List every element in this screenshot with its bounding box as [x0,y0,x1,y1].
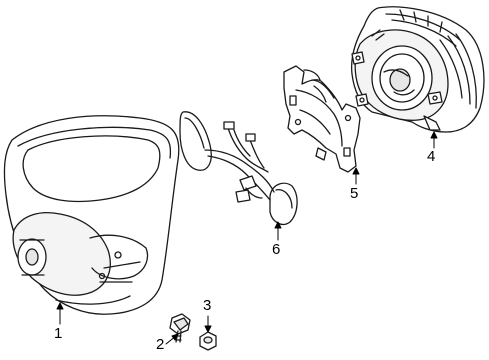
switch-left [179,111,212,171]
callout-3: 3 [203,297,212,314]
air-bag-module [350,6,485,133]
callout-6: 6 [272,241,281,258]
callout-2: 2 [156,336,165,353]
bracket [283,65,361,173]
steering-wheel [3,115,180,315]
steering-wheel-opening [22,135,161,203]
switch-right [269,182,298,226]
nut [199,331,217,351]
callout-1: 1 [54,325,63,342]
leader-lines [56,131,438,345]
callout-5: 5 [350,185,359,202]
callout-4: 4 [427,148,436,165]
switch-harness [179,111,298,226]
